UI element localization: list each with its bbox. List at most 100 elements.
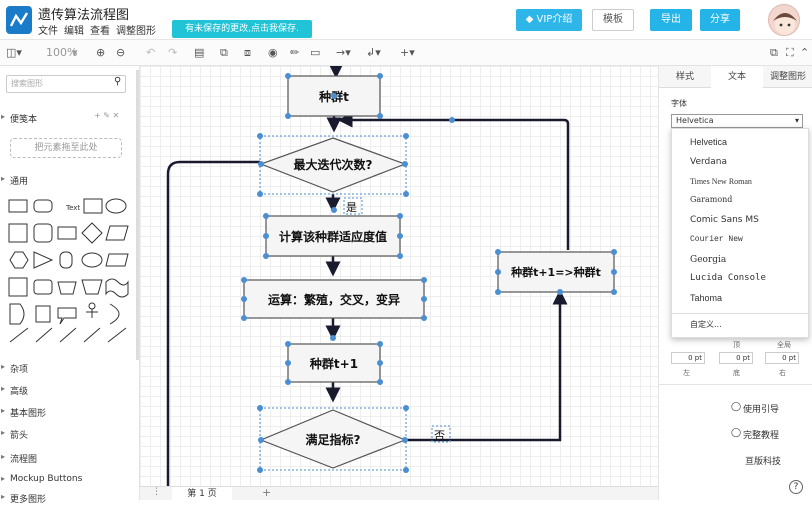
font-select-value: Helvetica bbox=[676, 116, 714, 125]
section-arrows[interactable]: 箭头 bbox=[0, 428, 28, 441]
help-question-icon[interactable]: ? bbox=[789, 480, 803, 494]
help-icon: ◯ bbox=[731, 402, 742, 412]
diagram-canvas[interactable]: 种群t 最大迭代次数? 计算该种群适应度值 运算：繁殖，交叉，变异 种群t+1 … bbox=[140, 66, 658, 486]
shapes-sidebar: 搜索图形 ⚲ 便笺本 + ✎ ✕ 把元素拖至此处 通用 bbox=[0, 66, 140, 505]
guide-link[interactable]: 使用引导 bbox=[743, 405, 780, 415]
to-back-icon[interactable]: ⧈ bbox=[244, 46, 251, 59]
edge-label-no[interactable]: 否 bbox=[434, 429, 445, 442]
general-shapes-grid: Text bbox=[6, 194, 130, 347]
spacing-right-label: 右 bbox=[779, 369, 786, 377]
insert-icon[interactable]: +▾ bbox=[400, 46, 415, 59]
font-dropdown-list: Helvetica Verdana Times New Roman Garamo… bbox=[671, 128, 809, 338]
section-mockup-buttons[interactable]: Mockup Buttons bbox=[0, 474, 82, 484]
section-more-shapes[interactable]: 更多图形 bbox=[0, 492, 46, 505]
page-menu-icon[interactable]: ⋮ bbox=[152, 487, 161, 497]
node-compute-fitness[interactable]: 计算该种群适应度值 bbox=[279, 229, 387, 244]
vip-label: VIP介绍 bbox=[536, 14, 573, 25]
to-front-icon[interactable]: ⧉ bbox=[220, 46, 228, 59]
font-option-tahoma[interactable]: Tahoma bbox=[690, 293, 723, 303]
node-criteria-met[interactable]: 满足指标? bbox=[306, 432, 361, 447]
connection-icon[interactable]: →▾ bbox=[336, 46, 351, 59]
font-option-helvetica[interactable]: Helvetica bbox=[690, 137, 728, 147]
fullscreen-icon[interactable]: ⛶ bbox=[786, 46, 794, 59]
panel-divider bbox=[659, 384, 812, 385]
diagram-svg: 种群t 最大迭代次数? 计算该种群适应度值 运算：繁殖，交叉，变异 种群t+1 … bbox=[166, 66, 617, 486]
font-family-select[interactable]: Helvetica ▾ bbox=[671, 114, 803, 128]
spacing-global-label: 全局 bbox=[777, 341, 791, 349]
section-basic-shapes[interactable]: 基本图形 bbox=[0, 406, 46, 419]
add-page-icon[interactable]: + bbox=[262, 486, 272, 499]
share-button[interactable]: 分享 bbox=[700, 9, 740, 31]
node-operations[interactable]: 运算：繁殖，交叉，变异 bbox=[268, 292, 400, 307]
vip-button[interactable]: ◆ VIP介绍 bbox=[516, 9, 582, 31]
undo-icon[interactable]: ↶ bbox=[146, 46, 156, 59]
tab-text[interactable]: 文本 bbox=[711, 66, 763, 88]
node-max-iterations[interactable]: 最大迭代次数? bbox=[294, 157, 373, 172]
delete-icon[interactable]: ▤ bbox=[194, 46, 205, 59]
zoom-in-icon[interactable]: ⊕ bbox=[96, 46, 106, 59]
spacing-left-label: 左 bbox=[683, 369, 690, 377]
spacing-left-input[interactable]: 0 pt bbox=[671, 352, 705, 364]
unsaved-changes-notice[interactable]: 有未保存的更改,点击我保存. bbox=[172, 20, 312, 38]
tab-arrange[interactable]: 调整图形 bbox=[763, 66, 812, 88]
tab-style[interactable]: 样式 bbox=[659, 66, 711, 88]
general-section-header[interactable]: 通用 bbox=[0, 174, 28, 187]
user-avatar[interactable] bbox=[768, 4, 800, 36]
section-advanced[interactable]: 高级 bbox=[0, 384, 28, 397]
document-title[interactable]: 遗传算法流程图 bbox=[38, 8, 130, 23]
redo-icon[interactable]: ↷ bbox=[168, 46, 178, 59]
export-button[interactable]: 导出 bbox=[650, 9, 692, 31]
zoom-dropdown-icon[interactable]: ▾ bbox=[72, 46, 78, 59]
shadow-icon[interactable]: ▭ bbox=[310, 46, 321, 59]
font-option-comic-sans[interactable]: Comic Sans MS bbox=[690, 215, 759, 225]
edge-label-yes[interactable]: 是 bbox=[346, 201, 357, 214]
zoom-level[interactable]: 100% bbox=[46, 46, 78, 59]
menu-view[interactable]: 查看 bbox=[90, 26, 110, 37]
app-logo-icon[interactable] bbox=[6, 6, 32, 34]
spacing-bottom-label: 底 bbox=[733, 369, 740, 377]
font-option-custom[interactable]: 自定义... bbox=[690, 320, 722, 329]
help-icon: ◯ bbox=[731, 428, 742, 438]
chevron-down-icon: ▾ bbox=[794, 116, 799, 125]
company-link[interactable]: 亘版科技 bbox=[745, 457, 782, 467]
search-icon[interactable]: ⚲ bbox=[114, 76, 122, 87]
scratchpad-header[interactable]: 便笺本 bbox=[0, 112, 37, 125]
font-option-courier[interactable]: Courier New bbox=[690, 235, 743, 244]
diamond-icon: ◆ bbox=[525, 14, 537, 25]
shape-search-input[interactable]: 搜索图形 bbox=[6, 75, 126, 93]
page-tab-1[interactable]: 第 1 页 bbox=[172, 487, 232, 501]
sidebar-scrollbar[interactable] bbox=[136, 70, 139, 360]
waypoints-icon[interactable]: ↲▾ bbox=[366, 46, 381, 59]
menu-arrange[interactable]: 调整图形 bbox=[116, 26, 156, 37]
header-bar: 遗传算法流程图 文件 编辑 查看 调整图形 有未保存的更改,点击我保存. ◆ V… bbox=[0, 0, 812, 40]
section-misc[interactable]: 杂项 bbox=[0, 362, 28, 375]
menu-file[interactable]: 文件 bbox=[38, 26, 58, 37]
dropdown-divider bbox=[672, 313, 808, 314]
tutorial-link[interactable]: 完整教程 bbox=[743, 431, 780, 441]
toolbar: ◫▾ 100% ▾ ⊕ ⊖ ↶ ↷ ▤ ⧉ ⧈ ◉ ✏ ▭ →▾ ↲▾ +▾ ⧉… bbox=[0, 40, 812, 66]
template-button[interactable]: 模板 bbox=[592, 9, 634, 31]
node-population-t-plus-1[interactable]: 种群t+1 bbox=[309, 356, 358, 371]
panel-toggle-icon[interactable]: ◫▾ bbox=[6, 46, 22, 59]
font-option-garamond[interactable]: Garamond bbox=[690, 195, 733, 204]
line-color-icon[interactable]: ✏ bbox=[290, 46, 300, 59]
font-option-verdana[interactable]: Verdana bbox=[690, 157, 727, 167]
page-tabs-bar: ⋮ 第 1 页 + bbox=[140, 486, 658, 501]
zoom-out-icon[interactable]: ⊖ bbox=[116, 46, 126, 59]
format-panel: 样式 文本 调整图形 字体 Helvetica▾ Helvetica Verda… bbox=[658, 66, 812, 500]
node-replace-population[interactable]: 种群t+1=>种群t bbox=[510, 265, 601, 279]
font-option-times[interactable]: Times New Roman bbox=[690, 177, 752, 186]
spacing-right-input[interactable]: 0 pt bbox=[765, 352, 799, 364]
text-shape-label: Text bbox=[65, 204, 80, 212]
menu-edit[interactable]: 编辑 bbox=[64, 26, 84, 37]
spacing-bottom-input[interactable]: 0 pt bbox=[719, 352, 753, 364]
font-option-lucida-console[interactable]: Lucida Console bbox=[690, 273, 766, 283]
shapes-grid-svg[interactable]: Text bbox=[6, 194, 130, 344]
scratchpad-drop-zone[interactable]: 把元素拖至此处 bbox=[10, 138, 122, 158]
section-flowchart[interactable]: 流程图 bbox=[0, 452, 37, 465]
fit-window-icon[interactable]: ⧉ bbox=[770, 46, 778, 59]
fill-color-icon[interactable]: ◉ bbox=[268, 46, 278, 59]
scratchpad-actions-icon[interactable]: + ✎ ✕ bbox=[94, 111, 120, 120]
font-option-georgia[interactable]: Georgia bbox=[690, 255, 727, 265]
collapse-icon[interactable]: ⌃ bbox=[800, 46, 810, 59]
